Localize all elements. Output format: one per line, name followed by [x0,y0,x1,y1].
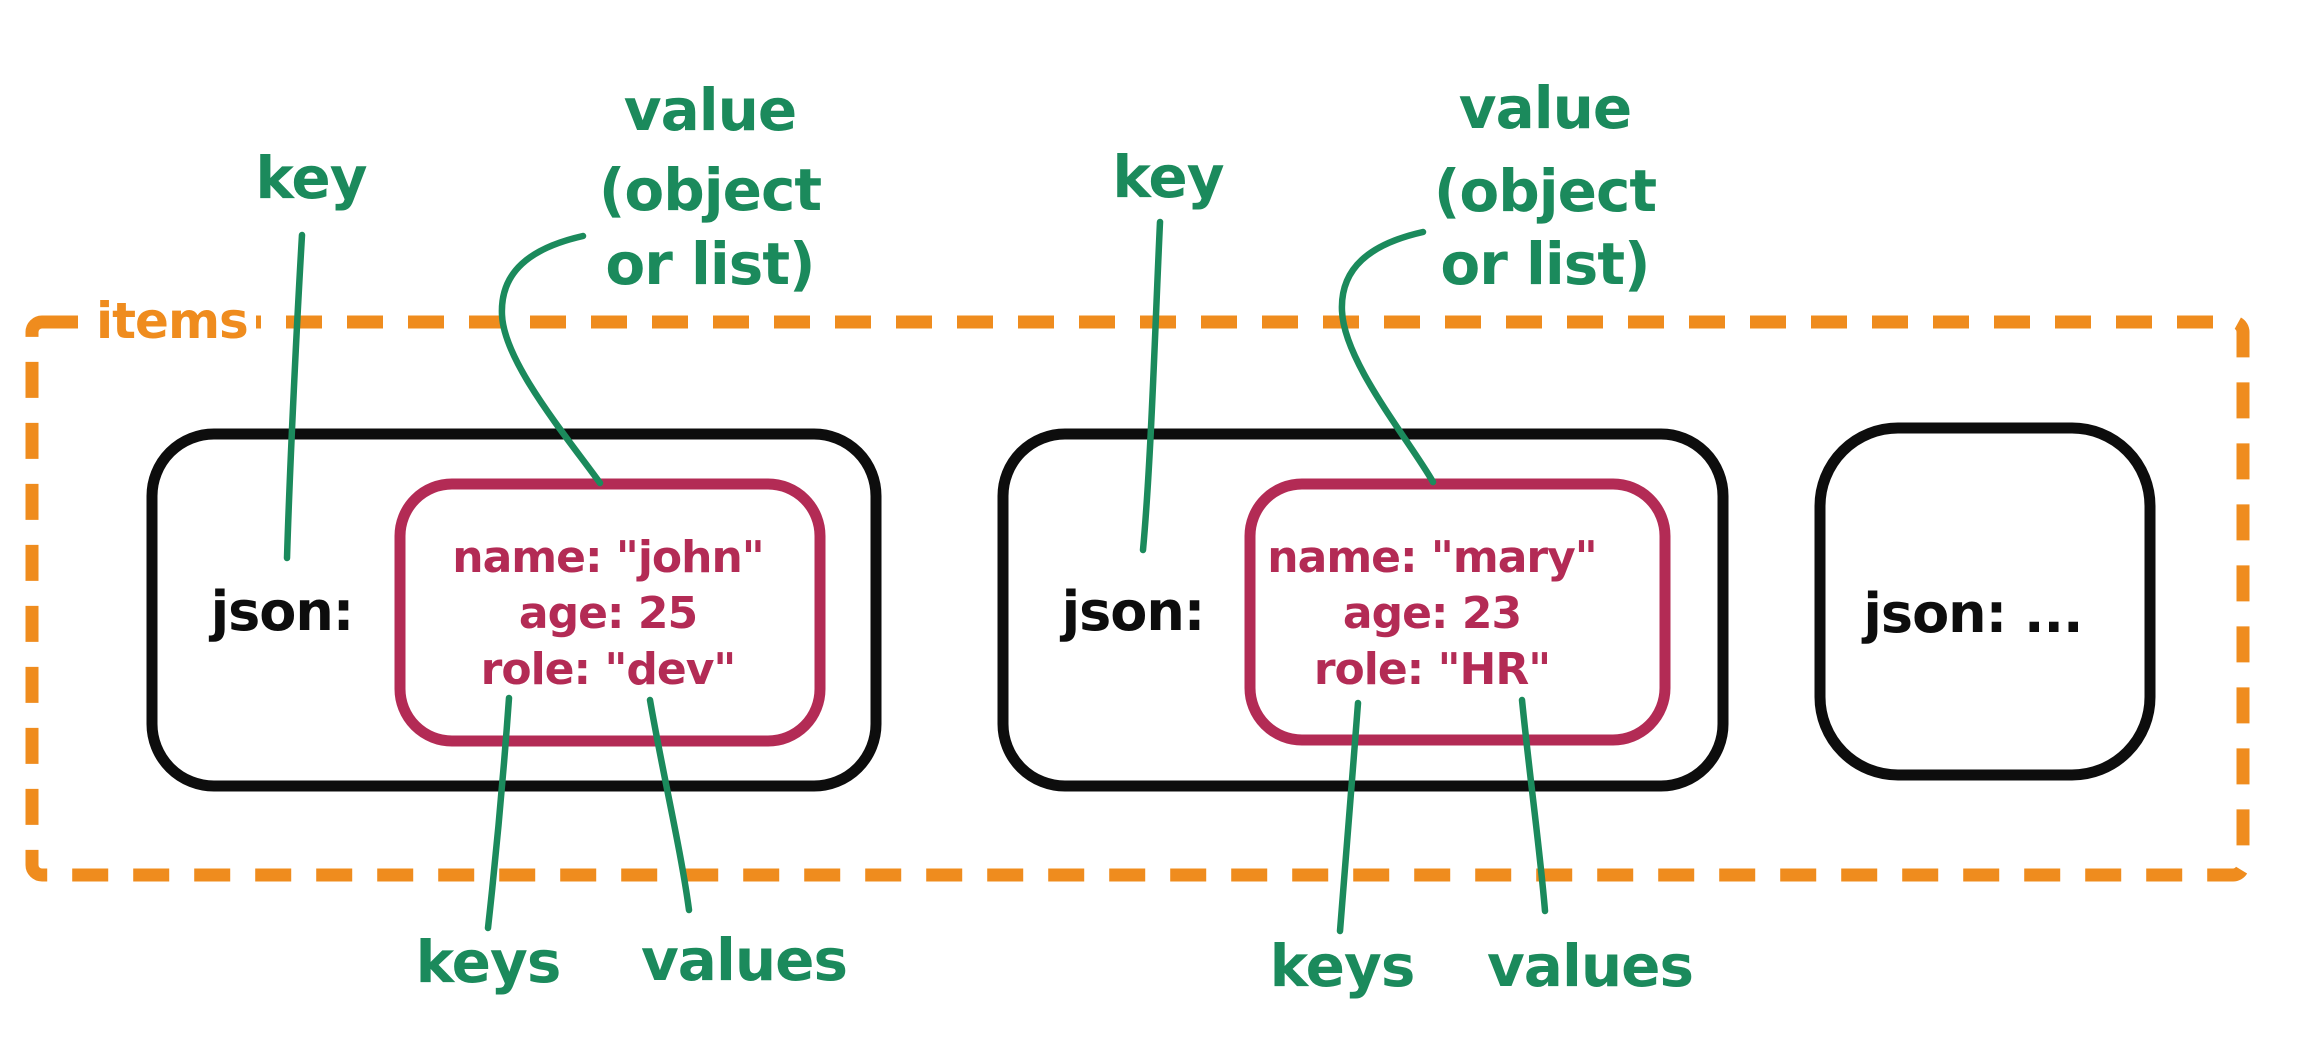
value-annotation-2-line-3: or list) [1440,230,1649,298]
items-boundary-box [25,315,2250,882]
value-entry-age-2: age: 23 [1343,588,1521,639]
value-annotation-1-line-2: (object [599,156,821,224]
value-entry-age-1: age: 25 [519,588,697,639]
key-annotation-1: key [255,144,366,212]
key-connector-line-2 [1139,218,1164,554]
value-entry-name-2: name: "mary" [1267,532,1596,583]
json-key-label-2: json: [1060,580,1205,643]
value-annotation-1-line-1: value [624,76,796,144]
value-annotation-2-line-2: (object [1434,157,1656,225]
keys-annotation-1: keys [416,928,561,996]
keys-connector-line-1 [484,694,513,932]
value-annotation-1-line-3: or list) [605,230,814,298]
key-annotation-2: key [1112,143,1223,211]
keys-annotation-2: keys [1270,932,1415,1000]
object-value-box-1 [394,478,826,747]
json-key-label-1: json: [209,580,354,643]
values-annotation-2: values [1487,932,1693,1000]
json-object-card-3 [1814,422,2156,781]
value-entry-role-2: role: "HR" [1314,644,1550,695]
object-value-box-2 [1244,478,1671,746]
items-label: items [96,292,248,350]
value-annotation-2-line-1: value [1459,74,1631,142]
value-entry-name-1: name: "john" [452,532,763,583]
value-entry-role-1: role: "dev" [481,644,736,695]
value-connector-line-2 [1338,228,1437,486]
values-connector-line-1 [646,696,693,914]
values-annotation-1: values [641,926,847,994]
values-connector-line-2 [1518,696,1549,915]
json-key-label-3: json: ... [1861,582,2082,645]
items-label-backdrop [86,304,256,342]
keys-connector-line-2 [1336,699,1362,935]
key-connector-line-1 [283,231,306,562]
value-connector-line-1 [498,232,604,487]
